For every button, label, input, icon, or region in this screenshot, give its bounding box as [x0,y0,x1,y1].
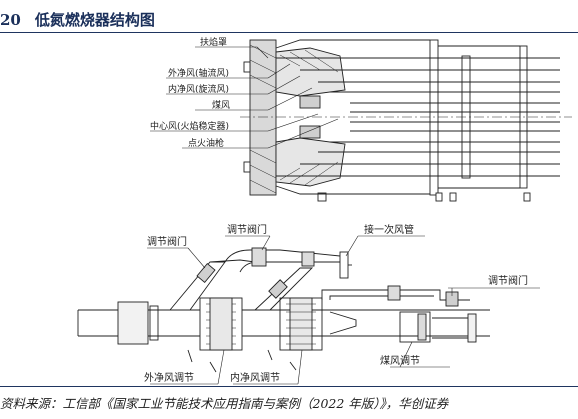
label-inner-air: 内净风(旋流风) [168,83,229,95]
upper-burner-section [240,39,572,202]
label-outer-air-adjust: 外净风调节 [144,371,194,384]
title-rule [0,32,578,33]
lower-leaders [147,235,540,385]
label-valve-left: 调节阀门 [147,235,187,248]
label-coal-air-adjust: 煤风调节 [380,354,420,367]
upper-leaders [150,46,339,149]
label-outer-air: 外净风(轴流风) [168,67,229,79]
label-ignition-gun: 点火油枪 [188,137,224,149]
figure-title: 20 低氮燃烧器结构图 [0,0,578,32]
figure-caption: 低氮燃烧器结构图 [34,11,155,29]
label-valve-mid: 调节阀门 [227,223,267,236]
figure-number: 20 [0,11,21,29]
source-rule [0,386,578,387]
label-flame-shield: 扶焰罩 [200,36,227,48]
burner-structure-drawing: 扶焰罩 外净风(轴流风) 内净风(旋流风) 煤风 中心风(火焰稳定器) 点火油枪 [77,36,572,385]
label-inner-air-adjust: 内净风调节 [230,371,280,384]
label-valve-right: 调节阀门 [488,274,528,287]
label-primary-air-pipe: 接一次风管 [364,223,414,236]
label-coal-air: 煤风 [212,99,230,111]
lower-piping [77,247,490,373]
label-center-air: 中心风(火焰稳定器) [150,120,229,132]
source-note: 资料来源：工信部《国家工业节能技术应用指南与案例（2022 年版）》，华创证券 [0,396,449,411]
